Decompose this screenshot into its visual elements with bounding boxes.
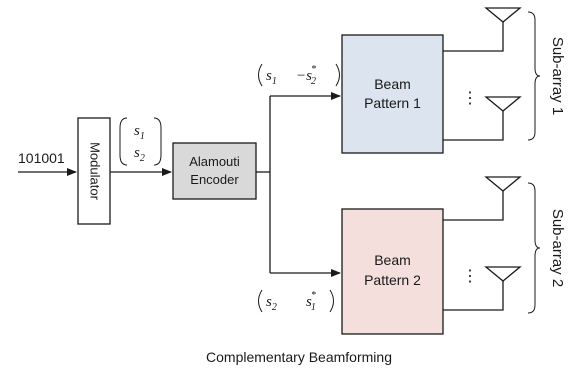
encoder-label-line2: Encoder	[190, 172, 239, 187]
alamouti-encoder-block	[172, 142, 257, 200]
beam1-label-line1: Beam	[374, 76, 411, 92]
antenna-icon	[443, 266, 522, 311]
beam-pattern-2-block	[341, 208, 444, 335]
upper-vector-b: −s*2	[296, 64, 316, 87]
lower-vector-b: s*1	[306, 290, 316, 313]
beam-pattern-1-block	[341, 34, 444, 154]
subarray-1-label: Sub-array 1	[549, 37, 566, 115]
diagram-caption: Complementary Beamforming	[206, 349, 392, 365]
antenna-ellipsis-2: ⋮	[462, 268, 478, 285]
antenna-ellipsis-1: ⋮	[462, 90, 478, 107]
mod-s2: s2	[134, 145, 145, 164]
beam1-label-line2: Pattern 1	[364, 95, 421, 111]
subarray-2-antennas: ⋮	[443, 176, 522, 311]
mod-s1: s1	[134, 123, 145, 142]
modulator-label: Modulator	[88, 142, 103, 200]
beam2-label-line1: Beam	[374, 252, 411, 268]
subarray-2-label: Sub-array 2	[549, 209, 566, 287]
antenna-icon	[443, 176, 522, 221]
subarray-2-brace	[527, 182, 541, 314]
beam2-label-line2: Pattern 2	[364, 272, 421, 288]
upper-vector-a: s1	[266, 68, 277, 87]
upper-branch-vector: s1 −s*2	[258, 63, 340, 87]
input-bits-label: 101001	[18, 150, 65, 166]
mod-output-vector: s1 s2	[119, 117, 162, 166]
lower-branch-vector: s2 s*1	[258, 289, 334, 313]
antenna-icon	[443, 96, 522, 141]
subarray-1-brace	[527, 11, 541, 141]
antenna-icon	[443, 7, 522, 52]
subarray-1-antennas: ⋮	[443, 7, 522, 141]
encoder-label-line1: Alamouti	[189, 154, 240, 169]
modulator-block	[77, 117, 111, 225]
lower-vector-a: s2	[266, 294, 277, 313]
